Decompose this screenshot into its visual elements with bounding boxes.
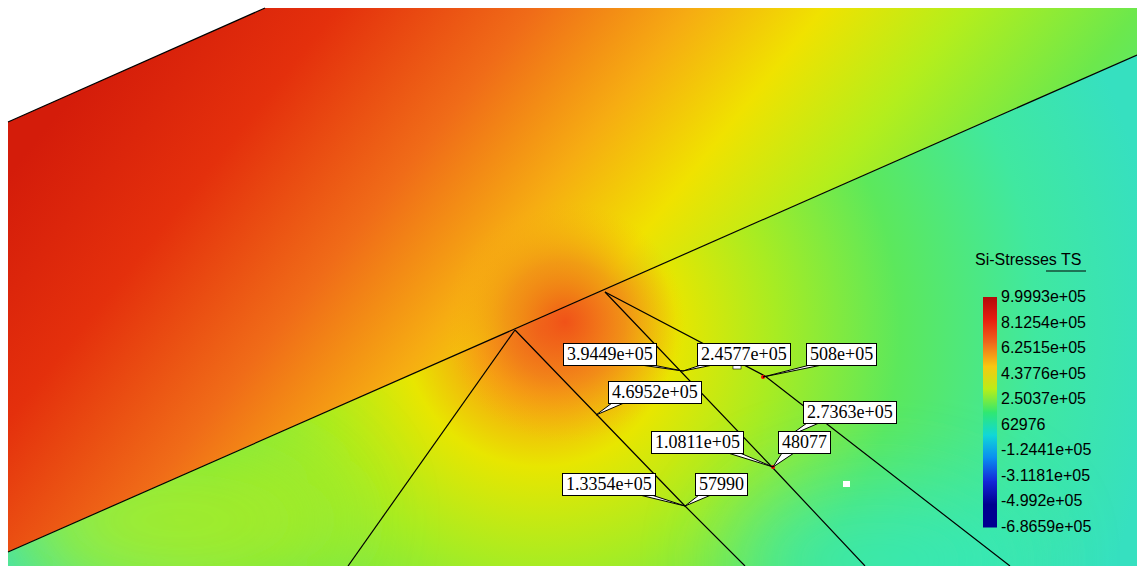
- legend-swatch: [983, 320, 997, 344]
- probe-marks: [733, 364, 850, 487]
- legend-swatch: [983, 504, 997, 528]
- legend-value: 4.3776e+05: [1001, 365, 1086, 383]
- callout-value: 3.9449e+05: [563, 343, 657, 366]
- legend-value: 8.1254e+05: [1001, 314, 1086, 332]
- callout-tail: [596, 403, 624, 415]
- legend-title: Si-Stresses TS: [975, 250, 1081, 269]
- legend-swatch: [983, 481, 997, 505]
- legend-swatch: [983, 389, 997, 413]
- legend-swatch: [983, 412, 997, 436]
- legend-value: 62976: [1001, 416, 1046, 434]
- callout-value: 4.6952e+05: [608, 381, 702, 404]
- callout-tail: [685, 495, 711, 506]
- callout-value: 48077: [778, 431, 831, 454]
- legend-value: 2.5037e+05: [1001, 390, 1086, 408]
- legend-swatch: [983, 297, 997, 321]
- callout-value: 508e+05: [806, 343, 877, 366]
- callout-tail: [763, 365, 822, 377]
- callout-tail: [773, 453, 794, 467]
- probe-square: [843, 481, 850, 487]
- legend-value: 9.9993e+05: [1001, 288, 1086, 306]
- title-underline: [1046, 271, 1086, 272]
- legend-swatch: [983, 435, 997, 459]
- trench-line: [348, 330, 515, 566]
- legend-value: -6.8659e+05: [1001, 518, 1091, 536]
- hot-spot: [445, 202, 685, 442]
- legend-value: -3.1181e+05: [1001, 467, 1090, 485]
- trench-line: [605, 292, 865, 566]
- interface-line: [8, 55, 1137, 552]
- callout-tail: [640, 495, 685, 506]
- callout-value: 57990: [695, 473, 748, 496]
- boundary-line: [8, 8, 265, 122]
- legend-swatch: [983, 366, 997, 390]
- legend-swatch: [983, 458, 997, 482]
- legend-value: 6.2515e+05: [1001, 339, 1086, 357]
- legend-swatch: [983, 343, 997, 367]
- callout-value: 2.7363e+05: [803, 401, 897, 424]
- legend-value: -4.992e+05: [1001, 492, 1082, 510]
- callout-value: 1.0811e+05: [651, 431, 744, 454]
- callout-tail: [728, 453, 773, 467]
- callout-value: 2.4577e+05: [697, 343, 791, 366]
- mesh-lines: [8, 8, 1137, 566]
- hot-spot: [445, 202, 685, 442]
- contour-blob: [730, 480, 1030, 566]
- contour-blob: [10, 430, 350, 566]
- callout-value: 1.3354e+05: [562, 473, 656, 496]
- legend-value: -1.2441e+05: [1001, 441, 1091, 459]
- trench-line: [605, 292, 1010, 566]
